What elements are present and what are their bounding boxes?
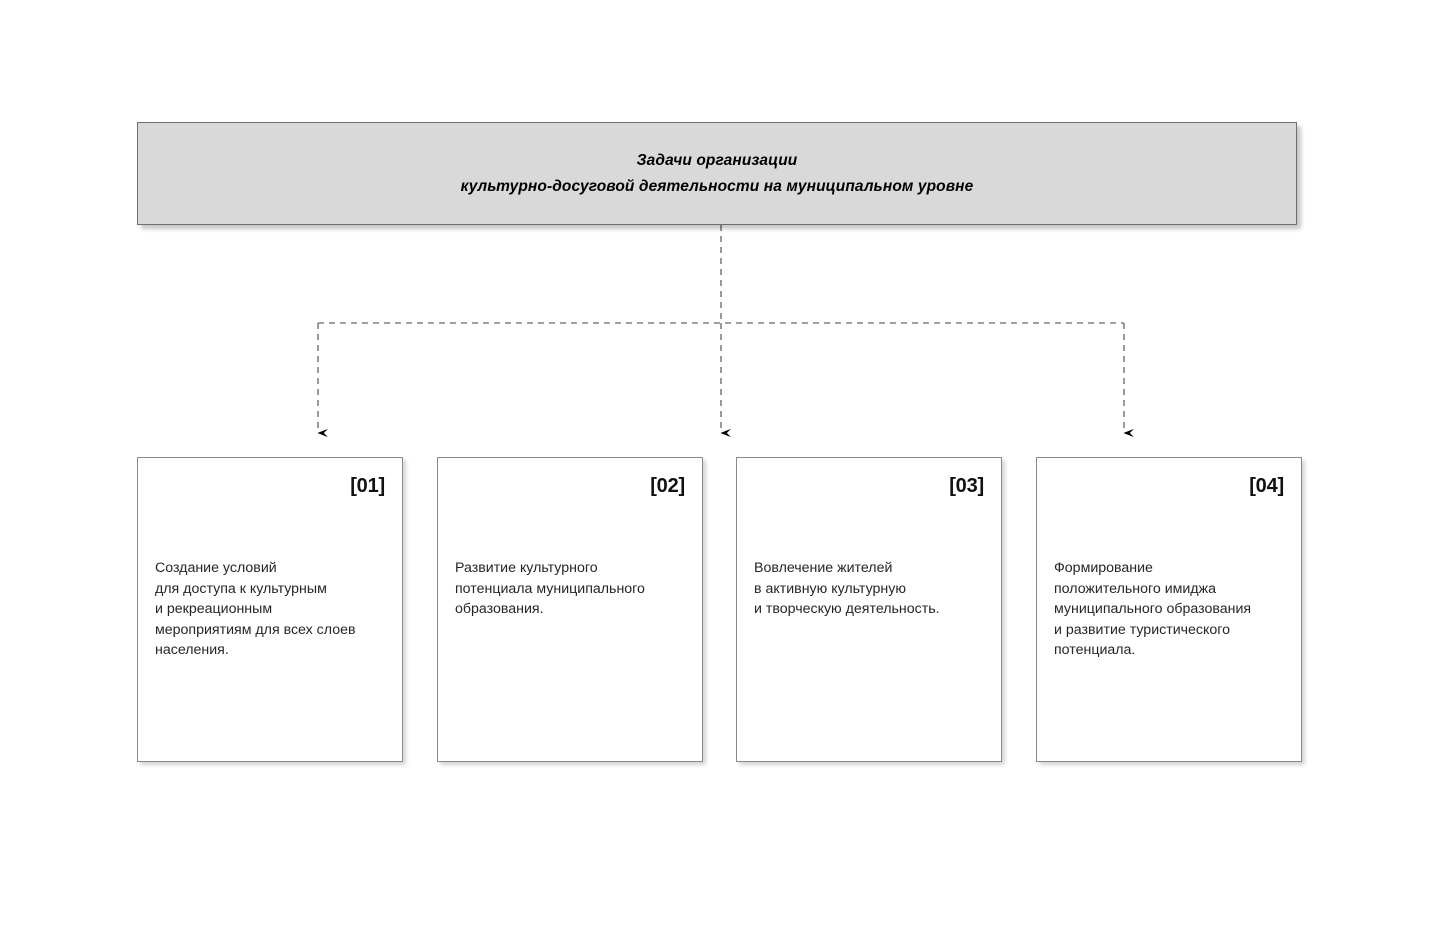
card-text-line: мероприятиям для всех слоев [155, 621, 356, 638]
card-text-line: муниципального образования [1054, 601, 1252, 618]
card-number-badge: [01] [350, 475, 385, 497]
card-text-line: потенциала. [1054, 642, 1136, 659]
root-title-line-1: Задачи организации [636, 152, 798, 170]
root-title-box: Задачи организации культурно-досуговой д… [137, 122, 1297, 225]
card-body-text: Развитие культурного потенциала муниципа… [455, 558, 685, 620]
card-text-line: Формирование [1054, 560, 1153, 576]
card-text-line: Создание условий [155, 560, 277, 576]
card-body-text: Вовлечение жителей в активную культурную… [754, 558, 984, 620]
root-title-line-2: культурно-досуговой деятельности на муни… [460, 177, 974, 195]
card-text-line: и рекреационным [155, 601, 273, 618]
card-text-line: образования. [455, 601, 544, 618]
card-text-line: положительного имиджа [1054, 580, 1216, 597]
card-text-line: Развитие культурного [455, 560, 598, 576]
card-text-line: в активную культурную [754, 580, 906, 597]
card-text-line: потенциала муниципального [455, 580, 645, 597]
card-body-text: Формирование положительного имиджа муниц… [1054, 558, 1284, 661]
card-number-badge: [04] [1249, 475, 1284, 497]
objective-card-01[interactable]: [01] Создание условий для доступа к куль… [137, 457, 403, 762]
root-title-text: Задачи организации культурно-досуговой д… [437, 148, 998, 198]
card-text-line: Вовлечение жителей [754, 560, 893, 576]
card-text-line: и творческую деятельность. [754, 601, 940, 618]
card-number-badge: [02] [650, 475, 685, 497]
card-body-text: Создание условий для доступа к культурны… [155, 558, 385, 661]
objective-card-03[interactable]: [03] Вовлечение жителей в активную культ… [736, 457, 1002, 762]
card-number-badge: [03] [949, 475, 984, 497]
card-text-line: для доступа к культурным [155, 580, 327, 597]
card-text-line: населения. [155, 642, 229, 659]
objective-card-02[interactable]: [02] Развитие культурного потенциала мун… [437, 457, 703, 762]
objective-card-04[interactable]: [04] Формирование положительного имиджа … [1036, 457, 1302, 762]
card-text-line: и развитие туристического [1054, 621, 1231, 638]
